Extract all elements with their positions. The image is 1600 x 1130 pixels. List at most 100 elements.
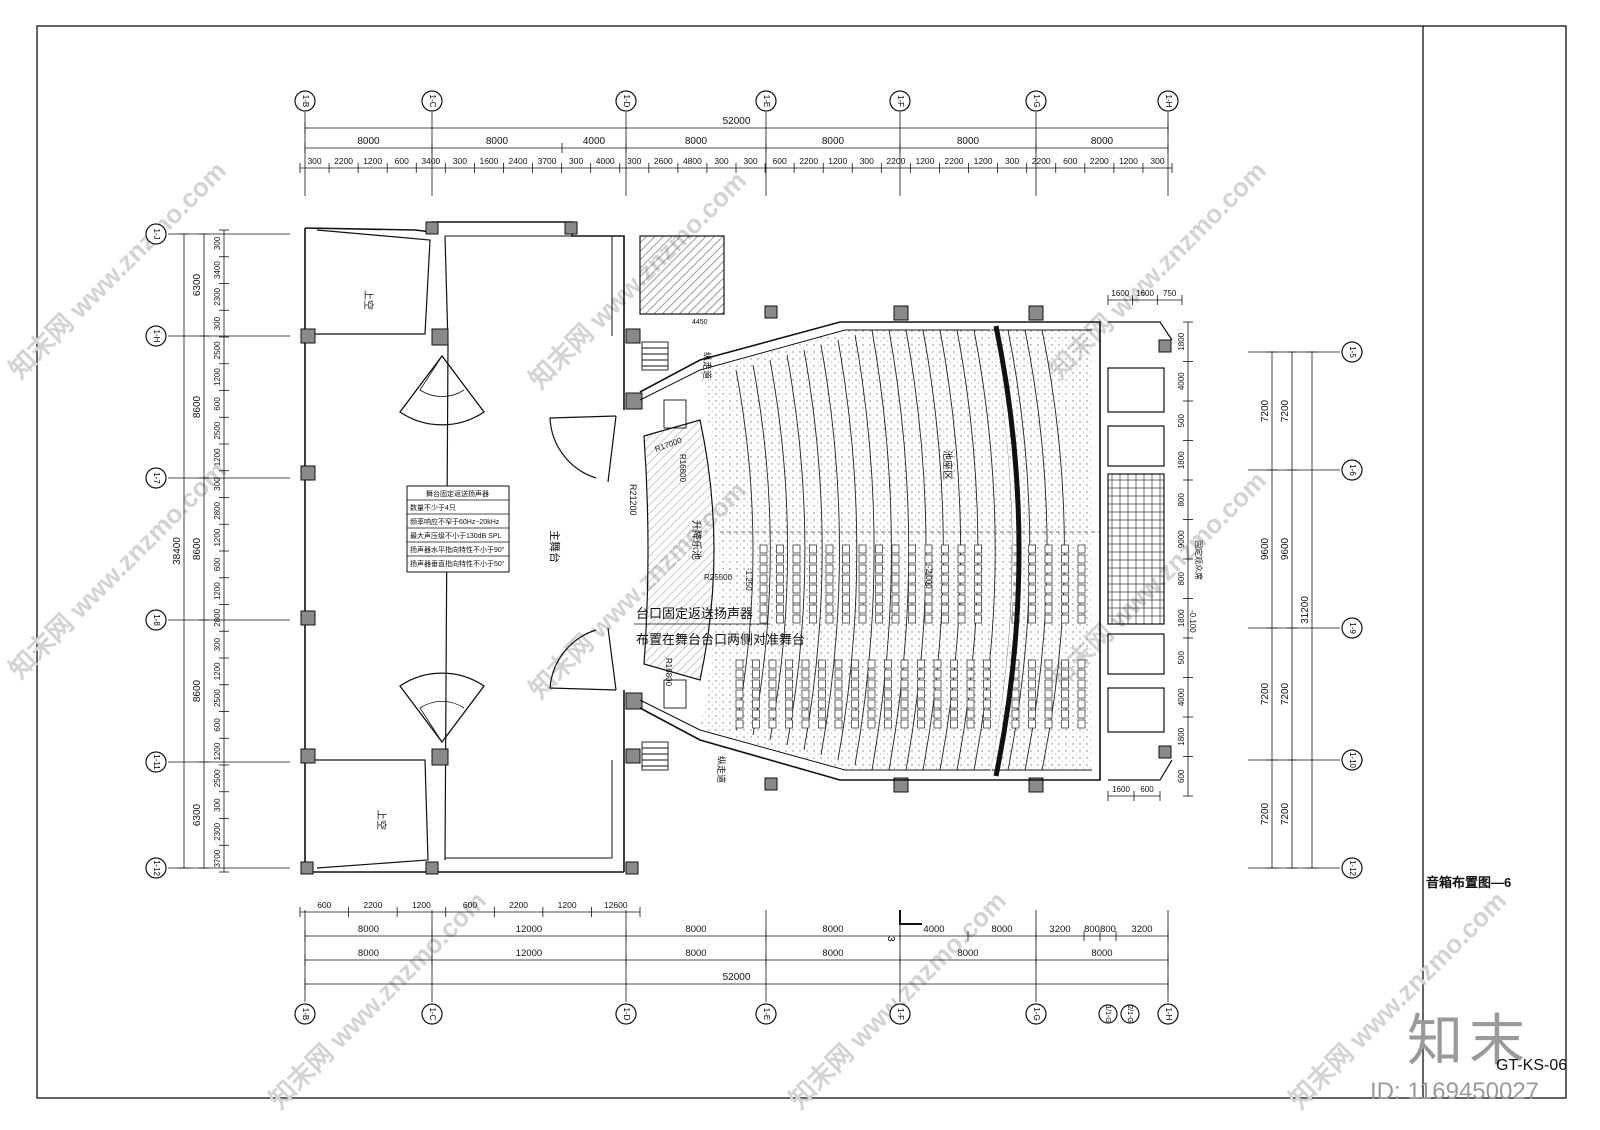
dim-left-detail: 1200: [213, 368, 222, 386]
seat: [851, 679, 859, 689]
seat-row-arc: [854, 334, 875, 766]
radius-label-1: R21200: [628, 484, 638, 516]
svg-text:3: 3: [885, 936, 896, 942]
seat: [825, 614, 834, 624]
dim-top-detail: 2200: [886, 156, 905, 166]
seat: [785, 689, 793, 699]
radius-label-5: R16800: [664, 658, 673, 687]
seat: [917, 679, 925, 689]
seat: [924, 604, 933, 614]
dim-top-detail: 300: [569, 156, 583, 166]
seat: [1061, 584, 1069, 594]
seat: [1077, 584, 1086, 594]
axis-bubble-left: [145, 325, 167, 347]
seating-mid-label: 池座区: [941, 450, 954, 480]
dim-right-span: 7200: [1280, 682, 1291, 705]
spec-row-3: 最大声压级不小于130dB SPL: [410, 531, 502, 540]
dim-top-detail: 1200: [828, 156, 847, 166]
seat: [950, 669, 958, 679]
seat: [776, 564, 784, 574]
seat: [891, 594, 900, 604]
dim-bottom-detail: 2200: [509, 900, 528, 910]
seat: [867, 709, 876, 719]
axis-bubble-extra: [1120, 1004, 1140, 1024]
seat: [1028, 564, 1036, 574]
dim-bottom-row1: 12000: [516, 924, 542, 935]
seat: [818, 709, 826, 719]
seat: [908, 604, 916, 614]
seat: [1044, 584, 1053, 594]
dim-bottom-detail: 600: [463, 900, 477, 910]
axis-label-right: 1-10: [1348, 752, 1357, 769]
seat: [891, 614, 900, 624]
seat: [792, 614, 801, 624]
seat: [941, 574, 949, 584]
seat: [809, 574, 817, 584]
spec-row-5: 扬声器垂直指向特性不小于50°: [410, 559, 505, 568]
seat: [825, 604, 834, 614]
dim-top-detail: 3400: [421, 156, 440, 166]
seat: [875, 554, 883, 564]
dim-top-span: 8000: [486, 136, 509, 147]
seat: [1028, 584, 1036, 594]
pit-label: 升降乐池: [690, 520, 703, 560]
seat-row-arc: [735, 369, 754, 731]
seat: [1044, 679, 1053, 689]
seat: [785, 669, 793, 679]
seat: [867, 659, 876, 669]
seat: [1011, 709, 1020, 719]
seat: [974, 574, 982, 584]
seat: [900, 659, 909, 669]
seat: [818, 669, 826, 679]
dim-top-detail: 2200: [1090, 156, 1109, 166]
seat: [858, 604, 867, 614]
dim-right-detail: 600: [1177, 769, 1186, 783]
dim-right-span: 7200: [1280, 399, 1291, 422]
seat: [851, 659, 859, 669]
seat: [974, 544, 982, 554]
seat: [875, 614, 883, 624]
axis-bubble-top: [889, 90, 911, 112]
seat: [768, 689, 777, 699]
seat: [768, 669, 777, 679]
dim-right-bottom-small: 1600: [1112, 785, 1130, 794]
seat: [1044, 614, 1053, 624]
axis-bubble-top: [294, 90, 316, 112]
dim-bottom-row1: 3200: [1131, 924, 1152, 935]
seat: [957, 564, 966, 574]
seat: [957, 604, 966, 614]
seat: [752, 679, 760, 689]
annotation-line-1: 台口固定返送扬声器: [636, 606, 753, 621]
seat: [1077, 564, 1086, 574]
seat: [768, 709, 777, 719]
dim-right-detail: 800: [1177, 493, 1186, 507]
seat: [941, 544, 949, 554]
seat: [1044, 699, 1053, 709]
seat: [768, 719, 777, 729]
seat: [924, 574, 933, 584]
seat: [875, 584, 883, 594]
seat: [858, 574, 867, 584]
dim-bottom-row2: 8000: [1091, 948, 1112, 959]
radius-label-2: R25500: [704, 573, 733, 582]
dim-top-span: 8000: [822, 136, 845, 147]
seat: [792, 544, 801, 554]
seat: [966, 719, 975, 729]
axis-label-left: 1-11: [152, 754, 161, 770]
dim-left-detail: 1200: [213, 582, 222, 600]
seat: [1061, 544, 1069, 554]
seat: [1028, 689, 1036, 699]
orchestra-pit: [643, 419, 715, 681]
seat: [1061, 689, 1069, 699]
seat: [1061, 564, 1069, 574]
axis-label-left: 1-8: [152, 614, 161, 626]
speaker-spec-table: 舞台固定返送扬声器 数量不少于4只 频率响应不窄于60Hz~20kHz 最大声压…: [406, 485, 510, 573]
axis-bubble-right: [1341, 459, 1363, 481]
seat-row-arc: [871, 329, 892, 771]
rear-rooms: [1107, 321, 1173, 781]
seat: [1044, 689, 1053, 699]
axis-label-top: 1-G: [1032, 94, 1041, 107]
seat: [858, 594, 867, 604]
seat: [957, 584, 966, 594]
seat: [908, 574, 916, 584]
